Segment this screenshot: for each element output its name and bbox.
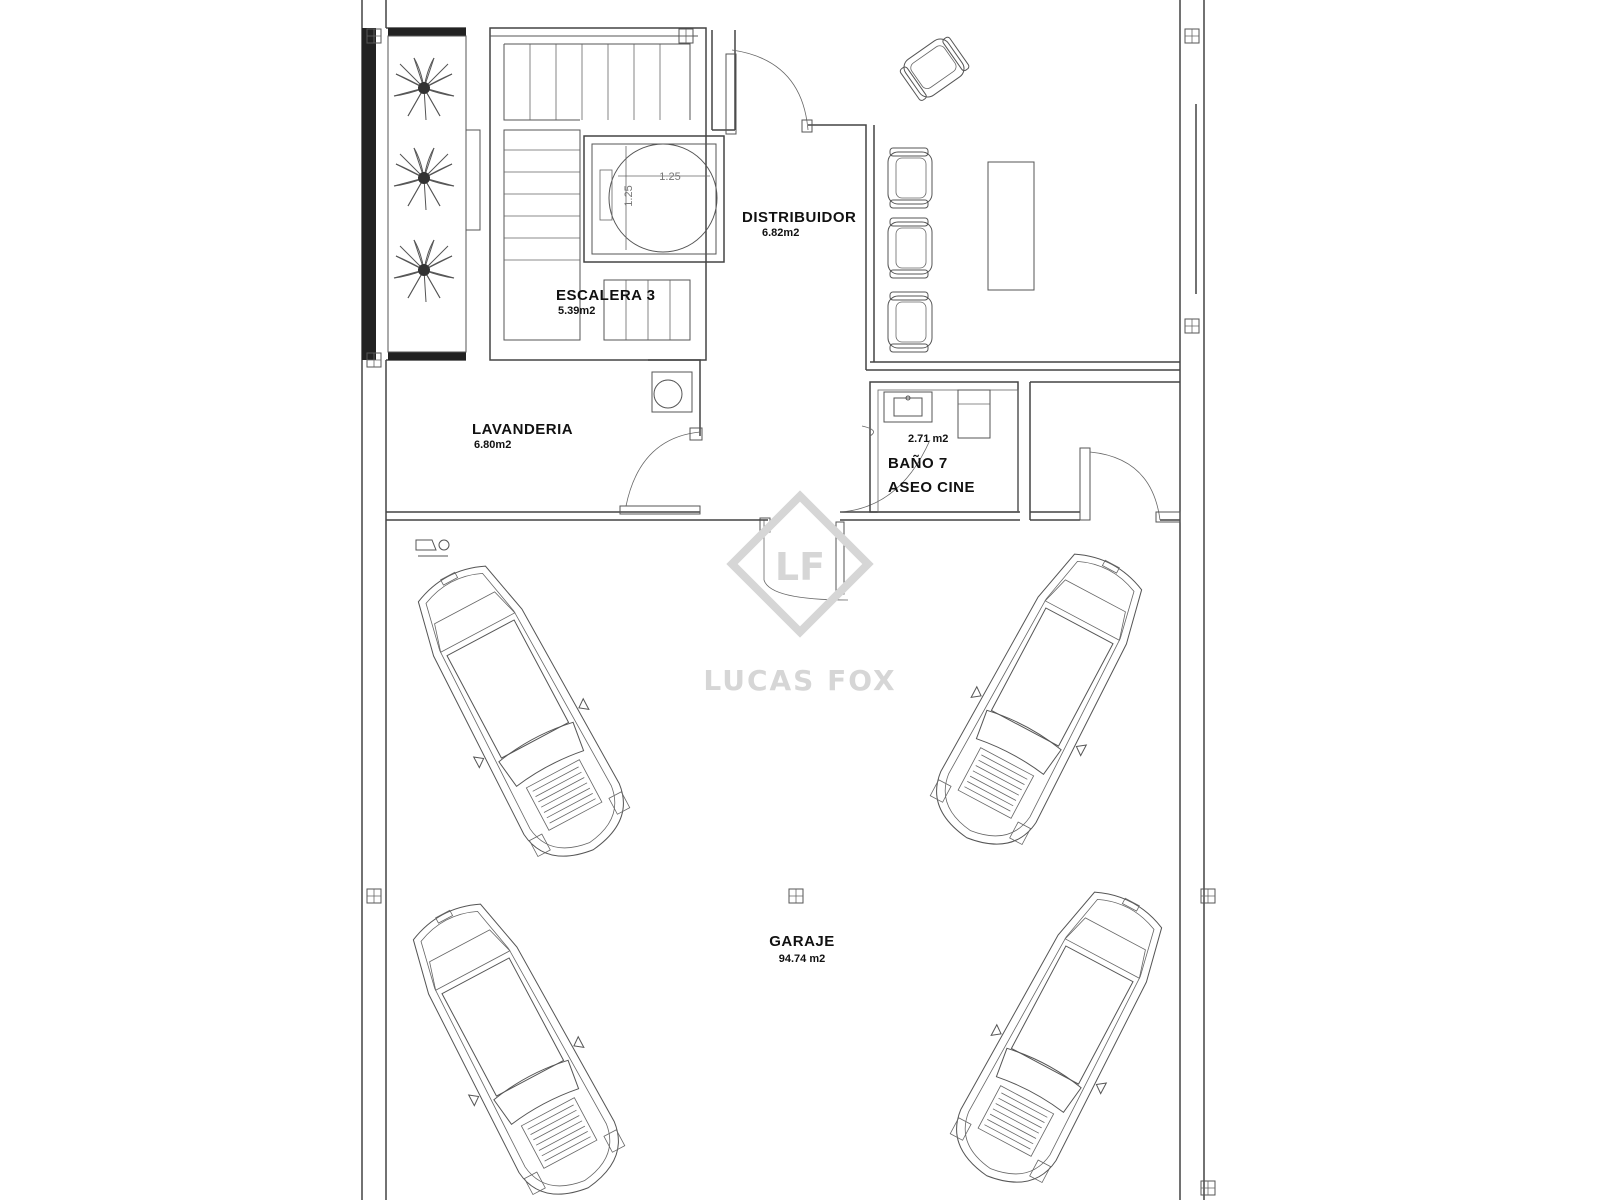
palm-plant-icon bbox=[393, 147, 455, 211]
storage-room bbox=[1029, 381, 1181, 523]
garaje-area: 94.74 m2 bbox=[779, 953, 825, 965]
armchair-icon bbox=[887, 291, 933, 353]
palm-plant-icon bbox=[393, 239, 455, 303]
car-top-view-icon bbox=[387, 884, 644, 1200]
distribuidor-name: DISTRIBUIDOR bbox=[742, 209, 856, 226]
bano-area: 2.71 m2 bbox=[908, 433, 948, 445]
column-icon bbox=[1200, 888, 1216, 904]
cinema-room bbox=[866, 32, 1197, 371]
palm-plant-icon bbox=[393, 57, 455, 121]
car-top-view-icon bbox=[392, 546, 649, 880]
exterior-walls bbox=[361, 0, 1205, 1200]
bano-name: BAÑO 7 bbox=[888, 454, 948, 472]
column-icon bbox=[678, 28, 694, 44]
column-icon bbox=[366, 888, 382, 904]
escalera-area: 5.39m2 bbox=[558, 305, 595, 317]
garaje-name: GARAJE bbox=[769, 933, 835, 950]
elevator-dim-vertical: 1.25 bbox=[623, 185, 635, 206]
column-icon bbox=[1200, 1180, 1216, 1196]
watermark-monogram: LF bbox=[775, 545, 825, 589]
laundry-door[interactable] bbox=[619, 505, 701, 515]
column-icon bbox=[788, 888, 804, 904]
lavanderia-name: LAVANDERIA bbox=[472, 421, 573, 438]
storage-door[interactable] bbox=[1079, 447, 1091, 521]
stair-core bbox=[489, 27, 735, 361]
watermark: LF LUCAS FOX bbox=[703, 490, 896, 697]
aseo-cine-name: ASEO CINE bbox=[888, 479, 975, 496]
bathroom bbox=[861, 381, 1019, 513]
elevator-dim-horizontal: 1.25 bbox=[659, 171, 680, 183]
watermark-brand: LUCAS FOX bbox=[703, 664, 896, 697]
screen-unit bbox=[987, 161, 1035, 291]
columns bbox=[366, 28, 1216, 1196]
column-icon bbox=[1184, 28, 1200, 44]
laundry-room bbox=[386, 359, 703, 521]
car-top-view-icon bbox=[931, 872, 1188, 1200]
hall-door-top[interactable] bbox=[725, 53, 737, 135]
distribuidor-area: 6.82m2 bbox=[762, 227, 799, 239]
elevator: 1.25 1.25 bbox=[583, 135, 725, 263]
wall-light-icon bbox=[415, 539, 450, 557]
hall-doors bbox=[700, 30, 1020, 601]
armchair-icon bbox=[887, 217, 933, 279]
lavanderia-area: 6.80m2 bbox=[474, 439, 511, 451]
column-icon bbox=[1184, 318, 1200, 334]
armchair-icon bbox=[887, 147, 933, 209]
car-top-view-icon bbox=[911, 534, 1168, 868]
armchair-icon bbox=[896, 32, 972, 104]
escalera-name: ESCALERA 3 bbox=[556, 287, 655, 304]
planter bbox=[362, 28, 481, 360]
laundry-door-swing bbox=[625, 431, 701, 507]
